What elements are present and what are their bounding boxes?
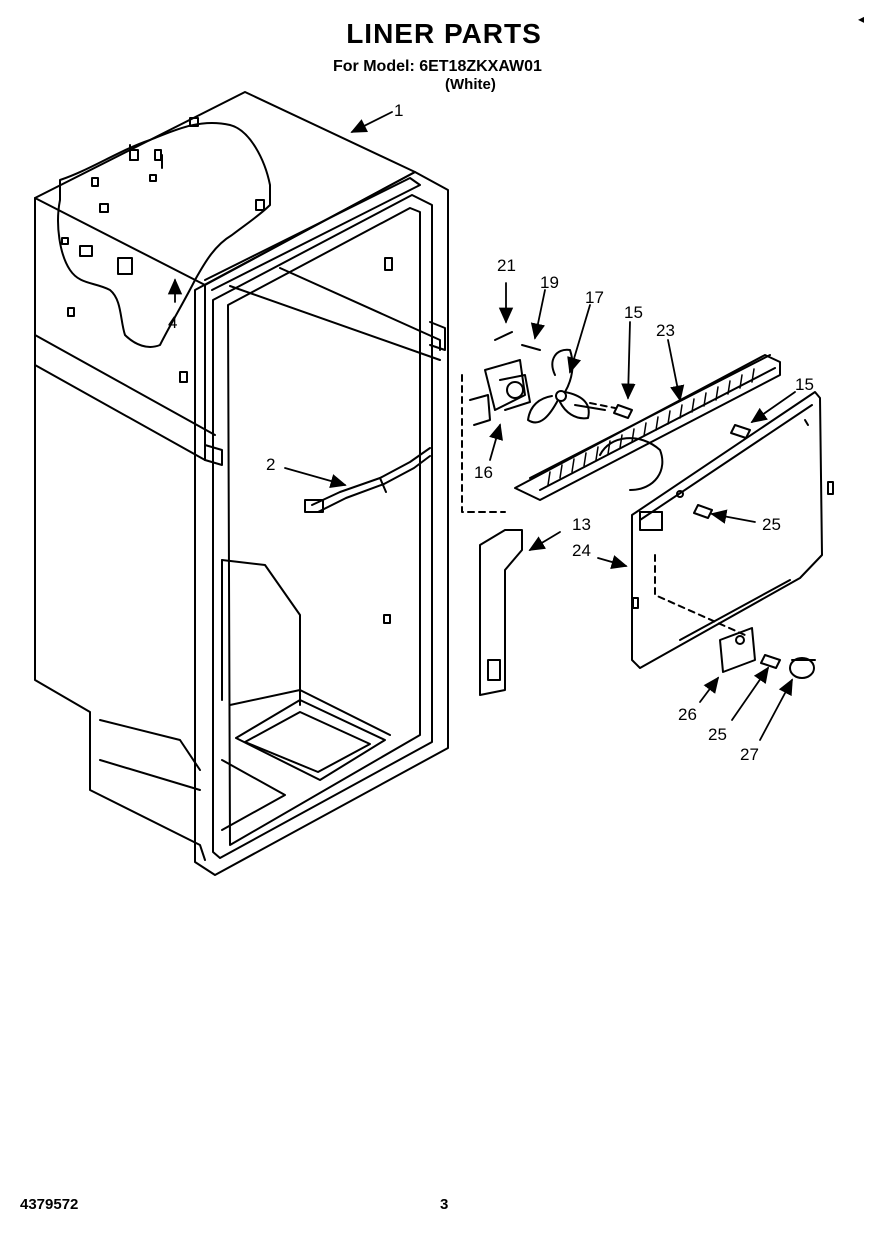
screw-15-left (613, 404, 633, 419)
callout-25-bottom: 25 (708, 725, 727, 744)
callout-24: 24 (572, 541, 591, 560)
callout-21: 21 (497, 256, 516, 275)
knob-27 (789, 657, 816, 679)
liner-cabinet (34, 91, 449, 876)
callout-23: 23 (656, 321, 675, 340)
color-variant: (White) (445, 76, 496, 93)
callout-15-left: 15 (624, 303, 643, 322)
strip-13 (479, 529, 523, 696)
bracket-26 (719, 627, 756, 673)
document-number: 4379572 (20, 1196, 79, 1213)
corner-mark: ◂ (858, 12, 865, 26)
callout-numbers: 1 2 4 13 15 15 16 17 19 21 23 24 25 25 2… (168, 101, 814, 764)
callout-15-right: 15 (795, 375, 814, 394)
callout-26: 26 (678, 705, 697, 724)
page-number: 3 (440, 1196, 449, 1213)
callout-13: 13 (572, 515, 591, 534)
callout-16: 16 (474, 463, 493, 482)
page-title: LINER PARTS (346, 18, 542, 49)
callout-19: 19 (540, 273, 559, 292)
wire-harness (304, 447, 431, 513)
callout-1: 1 (394, 101, 403, 120)
callout-4: 4 (168, 313, 177, 332)
callout-17: 17 (585, 288, 604, 307)
rear-panel-24 (631, 391, 834, 669)
callout-27: 27 (740, 745, 759, 764)
callout-25-top: 25 (762, 515, 781, 534)
fan-motor-assembly (469, 331, 606, 426)
callout-arrows (167, 111, 796, 741)
air-duct-23 (514, 354, 781, 501)
screw-25-bottom (760, 654, 781, 669)
screw-15-right (730, 424, 751, 439)
screw-25-top (693, 504, 713, 519)
callout-2: 2 (266, 455, 275, 474)
model-number: For Model: 6ET18ZKXAW01 (333, 58, 542, 75)
